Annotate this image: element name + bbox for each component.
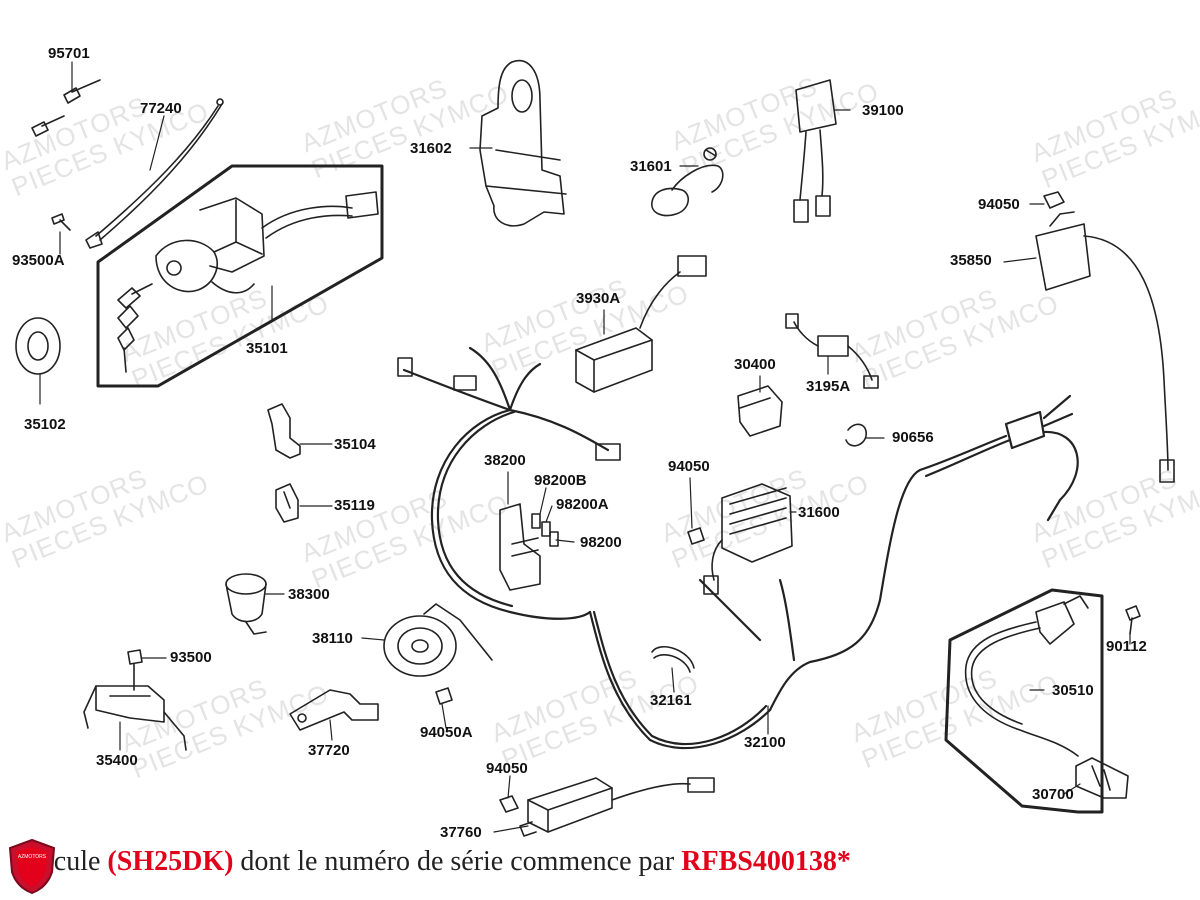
part-ref-label[interactable]: 32100 [744, 734, 786, 751]
ignition-coil-part [964, 595, 1089, 757]
part-ref-label[interactable]: 35850 [950, 252, 992, 269]
sensor-bracket-part [83, 685, 187, 751]
connector-part [595, 443, 621, 461]
nut-part [1043, 191, 1065, 209]
bracket-part [267, 403, 301, 459]
part-ref-label[interactable]: 39100 [862, 102, 904, 119]
part-ref-label[interactable]: 94050 [486, 760, 528, 777]
module-part [519, 777, 715, 837]
part-ref-label[interactable]: 30400 [734, 356, 776, 373]
clip-part [275, 483, 299, 523]
part-ref-label[interactable]: 94050A [420, 724, 473, 741]
bolt-part [31, 79, 101, 137]
part-ref-label[interactable]: 3195A [806, 378, 851, 395]
caption-middle: dont le numéro de série commence par [233, 846, 682, 877]
part-ref-label[interactable]: 35101 [246, 340, 288, 357]
azmotors-logo: AZMOTORS [8, 838, 56, 894]
part-ref-label[interactable]: 98200B [534, 472, 587, 489]
screw-part [51, 213, 71, 231]
flasher-part [737, 385, 783, 437]
main-harness-part [402, 346, 1079, 750]
part-ref-label[interactable]: 32161 [650, 692, 692, 709]
kit-outline-ignition [96, 164, 384, 388]
part-ref-label[interactable]: 3930A [576, 290, 621, 307]
starter-relay-part [1035, 211, 1175, 483]
part-ref-label[interactable]: 93500 [170, 649, 212, 666]
kit-outline-ignition-coil [944, 588, 1104, 814]
part-ref-label[interactable]: 90112 [1106, 638, 1147, 655]
buzzer-part [225, 573, 267, 635]
part-ref-label[interactable]: 31601 [630, 158, 672, 175]
leader-lines [39, 61, 1131, 833]
nut-part [687, 527, 705, 545]
part-ref-label[interactable]: 93500A [12, 252, 65, 269]
fuse-box-part [499, 503, 559, 591]
band-part [651, 646, 695, 673]
part-ref-label[interactable]: 31600 [798, 504, 840, 521]
part-ref-label[interactable]: 35104 [334, 436, 376, 453]
connector-part [453, 375, 477, 391]
part-ref-label[interactable]: 95701 [48, 45, 90, 62]
ring-part [15, 317, 61, 375]
part-ref-label[interactable]: 35102 [24, 416, 66, 433]
nut-part [435, 687, 453, 705]
part-ref-label[interactable]: 35119 [334, 497, 375, 514]
part-ref-label[interactable]: 38200 [484, 452, 526, 469]
part-ref-label[interactable]: 30510 [1052, 682, 1094, 699]
part-ref-label[interactable]: 98200A [556, 496, 609, 513]
horn-part [383, 603, 493, 677]
model-code: (SH25DK) [107, 846, 234, 877]
ignition-switch-part [117, 191, 379, 373]
part-ref-label[interactable]: 98200 [580, 534, 622, 551]
part-ref-label[interactable]: 94050 [668, 458, 710, 475]
part-ref-label[interactable]: 94050 [978, 196, 1020, 213]
connector-part [397, 357, 413, 377]
clip-part [845, 423, 867, 447]
part-ref-label[interactable]: 38110 [312, 630, 353, 647]
relay-part [793, 79, 837, 223]
regulator-part [703, 483, 793, 595]
part-ref-label[interactable]: 77240 [140, 100, 182, 117]
part-ref-label[interactable]: 35400 [96, 752, 138, 769]
connector-part [785, 313, 879, 389]
part-ref-label[interactable]: 37760 [440, 824, 482, 841]
sensor-part [651, 147, 724, 217]
screw-part [127, 649, 143, 691]
part-ref-label[interactable]: 38300 [288, 586, 330, 603]
part-ref-label[interactable]: 37720 [308, 742, 350, 759]
part-ref-label[interactable]: 31602 [410, 140, 452, 157]
vehicle-caption: hicule (SH25DK) dont le numéro de série … [32, 846, 851, 878]
serial-prefix: RFBS400138* [681, 846, 851, 877]
nut-part [499, 795, 519, 813]
cdi-unit-part [575, 255, 707, 393]
logo-text: AZMOTORS [18, 854, 47, 860]
bracket-part [289, 689, 379, 731]
rubber-cover-part [479, 59, 567, 227]
bolt-part [1125, 605, 1141, 635]
cable-part [85, 98, 224, 249]
part-ref-label[interactable]: 90656 [892, 429, 934, 446]
part-ref-label[interactable]: 30700 [1032, 786, 1074, 803]
